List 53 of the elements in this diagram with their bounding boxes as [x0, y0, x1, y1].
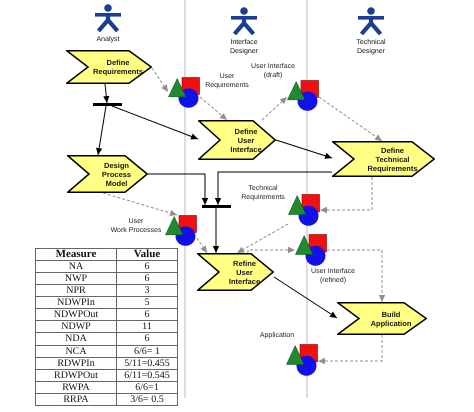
table-cell: NA: [36, 260, 116, 273]
dashed-arrow: [248, 246, 296, 254]
table-cell: 6: [116, 332, 178, 345]
table-cell: 3: [116, 284, 178, 297]
process-step: [198, 120, 276, 160]
dashed-arrow: [102, 192, 178, 216]
process-step: [67, 155, 148, 193]
table-cell: 3/6= 0.5: [116, 393, 178, 406]
table-cell: 6/6=1: [116, 381, 178, 394]
table-cell: RDWPIn: [36, 357, 116, 370]
dashed-arrow: [152, 68, 168, 92]
arrow: [276, 140, 332, 159]
table-cell: NDA: [36, 332, 116, 345]
arrow: [112, 106, 198, 140]
sync-bar: [202, 205, 231, 208]
dashed-arrow: [320, 176, 372, 214]
table-cell: 5: [116, 296, 178, 309]
table-cell: NCA: [36, 345, 116, 358]
table-cell: 5/11=0.455: [116, 357, 178, 370]
table-cell: RWPA: [36, 381, 116, 394]
table-cell: 11: [116, 320, 178, 333]
process-step: [337, 302, 427, 335]
table-cell: RDWPOut: [36, 369, 116, 382]
arrow: [103, 84, 110, 104]
process-step: [332, 141, 435, 177]
table-cell: 6: [116, 272, 178, 285]
table-cell: NDWPOut: [36, 308, 116, 321]
arrow: [212, 208, 220, 254]
arrow: [274, 276, 338, 318]
table-cell: NWP: [36, 272, 116, 285]
dashed-arrow: [262, 96, 288, 120]
sync-bar: [93, 103, 122, 106]
arrow: [148, 174, 208, 206]
dashed-arrow: [200, 96, 228, 120]
table-cell: 6/11=0.545: [116, 369, 178, 382]
table-cell: 6/6= 1: [116, 345, 178, 358]
table-cell: NPR: [36, 284, 116, 297]
dashed-arrow: [326, 250, 386, 302]
column-header: Measure: [36, 248, 116, 261]
column-header: Value: [116, 248, 178, 261]
arrow: [96, 106, 106, 156]
process-step: [66, 50, 152, 84]
dashed-arrow: [196, 238, 208, 254]
table-cell: 6: [116, 308, 178, 321]
dashed-arrow: [236, 224, 288, 254]
dashed-arrow: [318, 96, 382, 142]
table-cell: RRPA: [36, 393, 116, 406]
arrow: [214, 172, 332, 206]
table-cell: NDWPIn: [36, 296, 116, 309]
table-cell: 6: [116, 260, 178, 273]
table-cell: NDWP: [36, 320, 116, 333]
process-step: [197, 253, 274, 291]
dashed-arrow: [318, 334, 382, 364]
